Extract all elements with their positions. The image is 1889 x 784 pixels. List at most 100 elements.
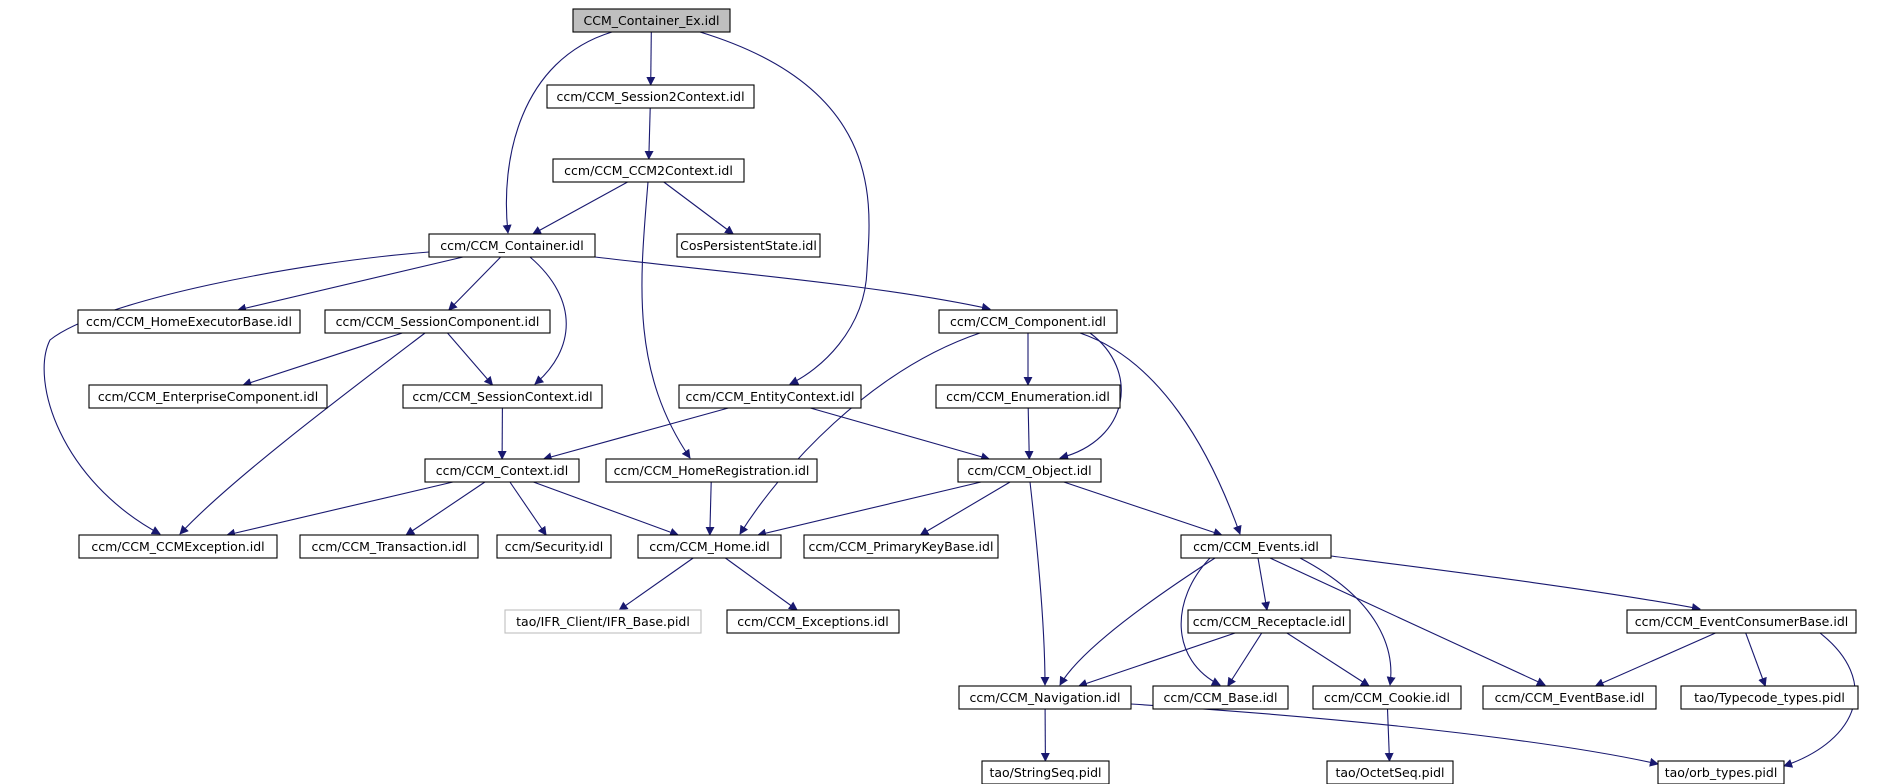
node-label-session2context: ccm/CCM_Session2Context.idl [556,89,744,104]
node-box-security [496,534,612,559]
edge-entitycontext-to-context [542,407,729,462]
node-stringseq[interactable]: tao/StringSeq.pidl [981,760,1110,784]
node-base[interactable]: ccm/CCM_Base.idl [1152,685,1289,710]
node-events[interactable]: ccm/CCM_Events.idl [1180,534,1332,559]
edge-home-to-ifrbase [618,557,694,611]
edge-ccm2context-to-homeregistration [641,181,691,459]
node-enterprisecomponent[interactable]: ccm/CCM_EnterpriseComponent.idl [88,384,328,409]
node-context[interactable]: ccm/CCM_Context.idl [424,458,580,483]
node-label-homeexecutorbase: ccm/CCM_HomeExecutorBase.idl [86,314,292,329]
edge-sessioncomponent-to-sessioncontext [447,332,494,386]
node-navigation[interactable]: ccm/CCM_Navigation.idl [958,685,1132,710]
node-box-component [938,309,1118,334]
node-receptacle[interactable]: ccm/CCM_Receptacle.idl [1187,609,1351,634]
node-box-ccmexception [78,534,278,559]
node-ccmexception[interactable]: ccm/CCM_CCMException.idl [78,534,278,559]
node-security[interactable]: ccm/Security.idl [496,534,612,559]
node-box-eventbase [1482,685,1657,710]
edge-events-to-eventbase [1269,557,1546,686]
node-octetseq[interactable]: tao/OctetSeq.pidl [1326,760,1454,784]
node-component[interactable]: ccm/CCM_Component.idl [938,309,1118,334]
node-label-sessioncomponent: ccm/CCM_SessionComponent.idl [336,314,540,329]
edges [43,31,1856,768]
node-session2context[interactable]: ccm/CCM_Session2Context.idl [546,84,755,109]
node-box-base [1152,685,1289,710]
node-ccm2context[interactable]: ccm/CCM_CCM2Context.idl [552,158,745,183]
node-homeregistration[interactable]: ccm/CCM_HomeRegistration.idl [605,458,818,483]
edge-context-to-home [533,481,679,537]
node-box-ccm2context [552,158,745,183]
edge-context-to-security [509,481,547,536]
edge-receptacle-to-base [1227,632,1263,687]
edge-object-to-events [1063,481,1223,537]
node-label-cookie: ccm/CCM_Cookie.idl [1324,690,1450,705]
node-cospersistent[interactable]: CosPersistentState.idl [676,233,821,258]
edge-events-to-receptacle [1257,557,1271,611]
node-transaction[interactable]: ccm/CCM_Transaction.idl [299,534,479,559]
node-entitycontext[interactable]: ccm/CCM_EntityContext.idl [678,384,862,409]
node-box-cospersistent [676,233,821,258]
edge-container-to-homeexecutorbase [237,256,464,313]
edge-ccm2context-to-cospersistent [663,181,734,235]
node-label-container: ccm/CCM_Container.idl [440,238,583,253]
edge-events-to-navigation [1059,557,1216,686]
node-orbtypes[interactable]: tao/orb_types.pidl [1657,760,1785,784]
node-container[interactable]: ccm/CCM_Container.idl [428,233,596,258]
node-root[interactable]: CCM_Container_Ex.idl [572,8,731,33]
edge-navigation-to-orbtypes [1130,703,1659,767]
node-box-object [957,458,1102,483]
edge-events-to-base [1180,557,1221,686]
node-box-octetseq [1326,760,1454,784]
edge-object-to-navigation [1029,481,1050,686]
edge-events-to-cookie [1299,557,1396,686]
node-sessioncomponent[interactable]: ccm/CCM_SessionComponent.idl [324,309,551,334]
node-label-entitycontext: ccm/CCM_EntityContext.idl [686,389,855,404]
node-enumeration[interactable]: ccm/CCM_Enumeration.idl [935,384,1121,409]
node-label-transaction: ccm/CCM_Transaction.idl [312,539,467,554]
node-box-typecodetypes [1680,685,1859,710]
node-box-sessioncontext [402,384,603,409]
edge-object-to-primarykeybase [919,481,1011,536]
node-box-entitycontext [678,384,862,409]
node-eventconsumerbase[interactable]: ccm/CCM_EventConsumerBase.idl [1626,609,1857,634]
node-box-ifrbase [504,609,702,634]
node-label-sessioncontext: ccm/CCM_SessionContext.idl [412,389,592,404]
node-box-navigation [958,685,1132,710]
node-label-base: ccm/CCM_Base.idl [1164,690,1278,705]
node-label-eventconsumerbase: ccm/CCM_EventConsumerBase.idl [1635,614,1848,629]
edge-root-to-session2context [646,31,656,86]
node-label-ifrbase: tao/IFR_Client/IFR_Base.pidl [516,614,690,629]
node-label-receptacle: ccm/CCM_Receptacle.idl [1193,614,1345,629]
node-home[interactable]: ccm/CCM_Home.idl [637,534,782,559]
node-ifrbase[interactable]: tao/IFR_Client/IFR_Base.pidl [504,609,702,634]
node-label-object: ccm/CCM_Object.idl [967,463,1091,478]
node-box-enterprisecomponent [88,384,328,409]
edge-object-to-home [757,481,982,538]
edge-eventconsumerbase-to-eventbase [1594,632,1716,687]
node-label-enterprisecomponent: ccm/CCM_EnterpriseComponent.idl [98,389,318,404]
edge-receptacle-to-navigation [1078,632,1236,688]
edge-sessioncomponent-to-ccmexception [179,332,426,535]
node-box-homeexecutorbase [77,309,301,334]
node-object[interactable]: ccm/CCM_Object.idl [957,458,1102,483]
edge-receptacle-to-cookie [1286,632,1370,687]
node-label-exceptions: ccm/CCM_Exceptions.idl [737,614,889,629]
edge-entitycontext-to-object [810,407,991,462]
node-homeexecutorbase[interactable]: ccm/CCM_HomeExecutorBase.idl [77,309,301,334]
node-box-transaction [299,534,479,559]
node-typecodetypes[interactable]: tao/Typecode_types.pidl [1680,685,1859,710]
node-exceptions[interactable]: ccm/CCM_Exceptions.idl [726,609,900,634]
node-primarykeybase[interactable]: ccm/CCM_PrimaryKeyBase.idl [803,534,999,559]
edge-root-to-container [502,31,613,234]
node-cookie[interactable]: ccm/CCM_Cookie.idl [1312,685,1462,710]
edge-container-to-sessioncomponent [448,256,502,311]
edge-cookie-to-octetseq [1384,708,1394,762]
edge-eventconsumerbase-to-typecodetypes [1745,632,1767,687]
node-sessioncontext[interactable]: ccm/CCM_SessionContext.idl [402,384,603,409]
node-box-container [428,233,596,258]
node-box-events [1180,534,1332,559]
edge-root-to-entitycontext [699,31,870,385]
edge-events-to-eventconsumerbase [1330,555,1701,612]
node-eventbase[interactable]: ccm/CCM_EventBase.idl [1482,685,1657,710]
node-label-security: ccm/Security.idl [505,539,604,554]
